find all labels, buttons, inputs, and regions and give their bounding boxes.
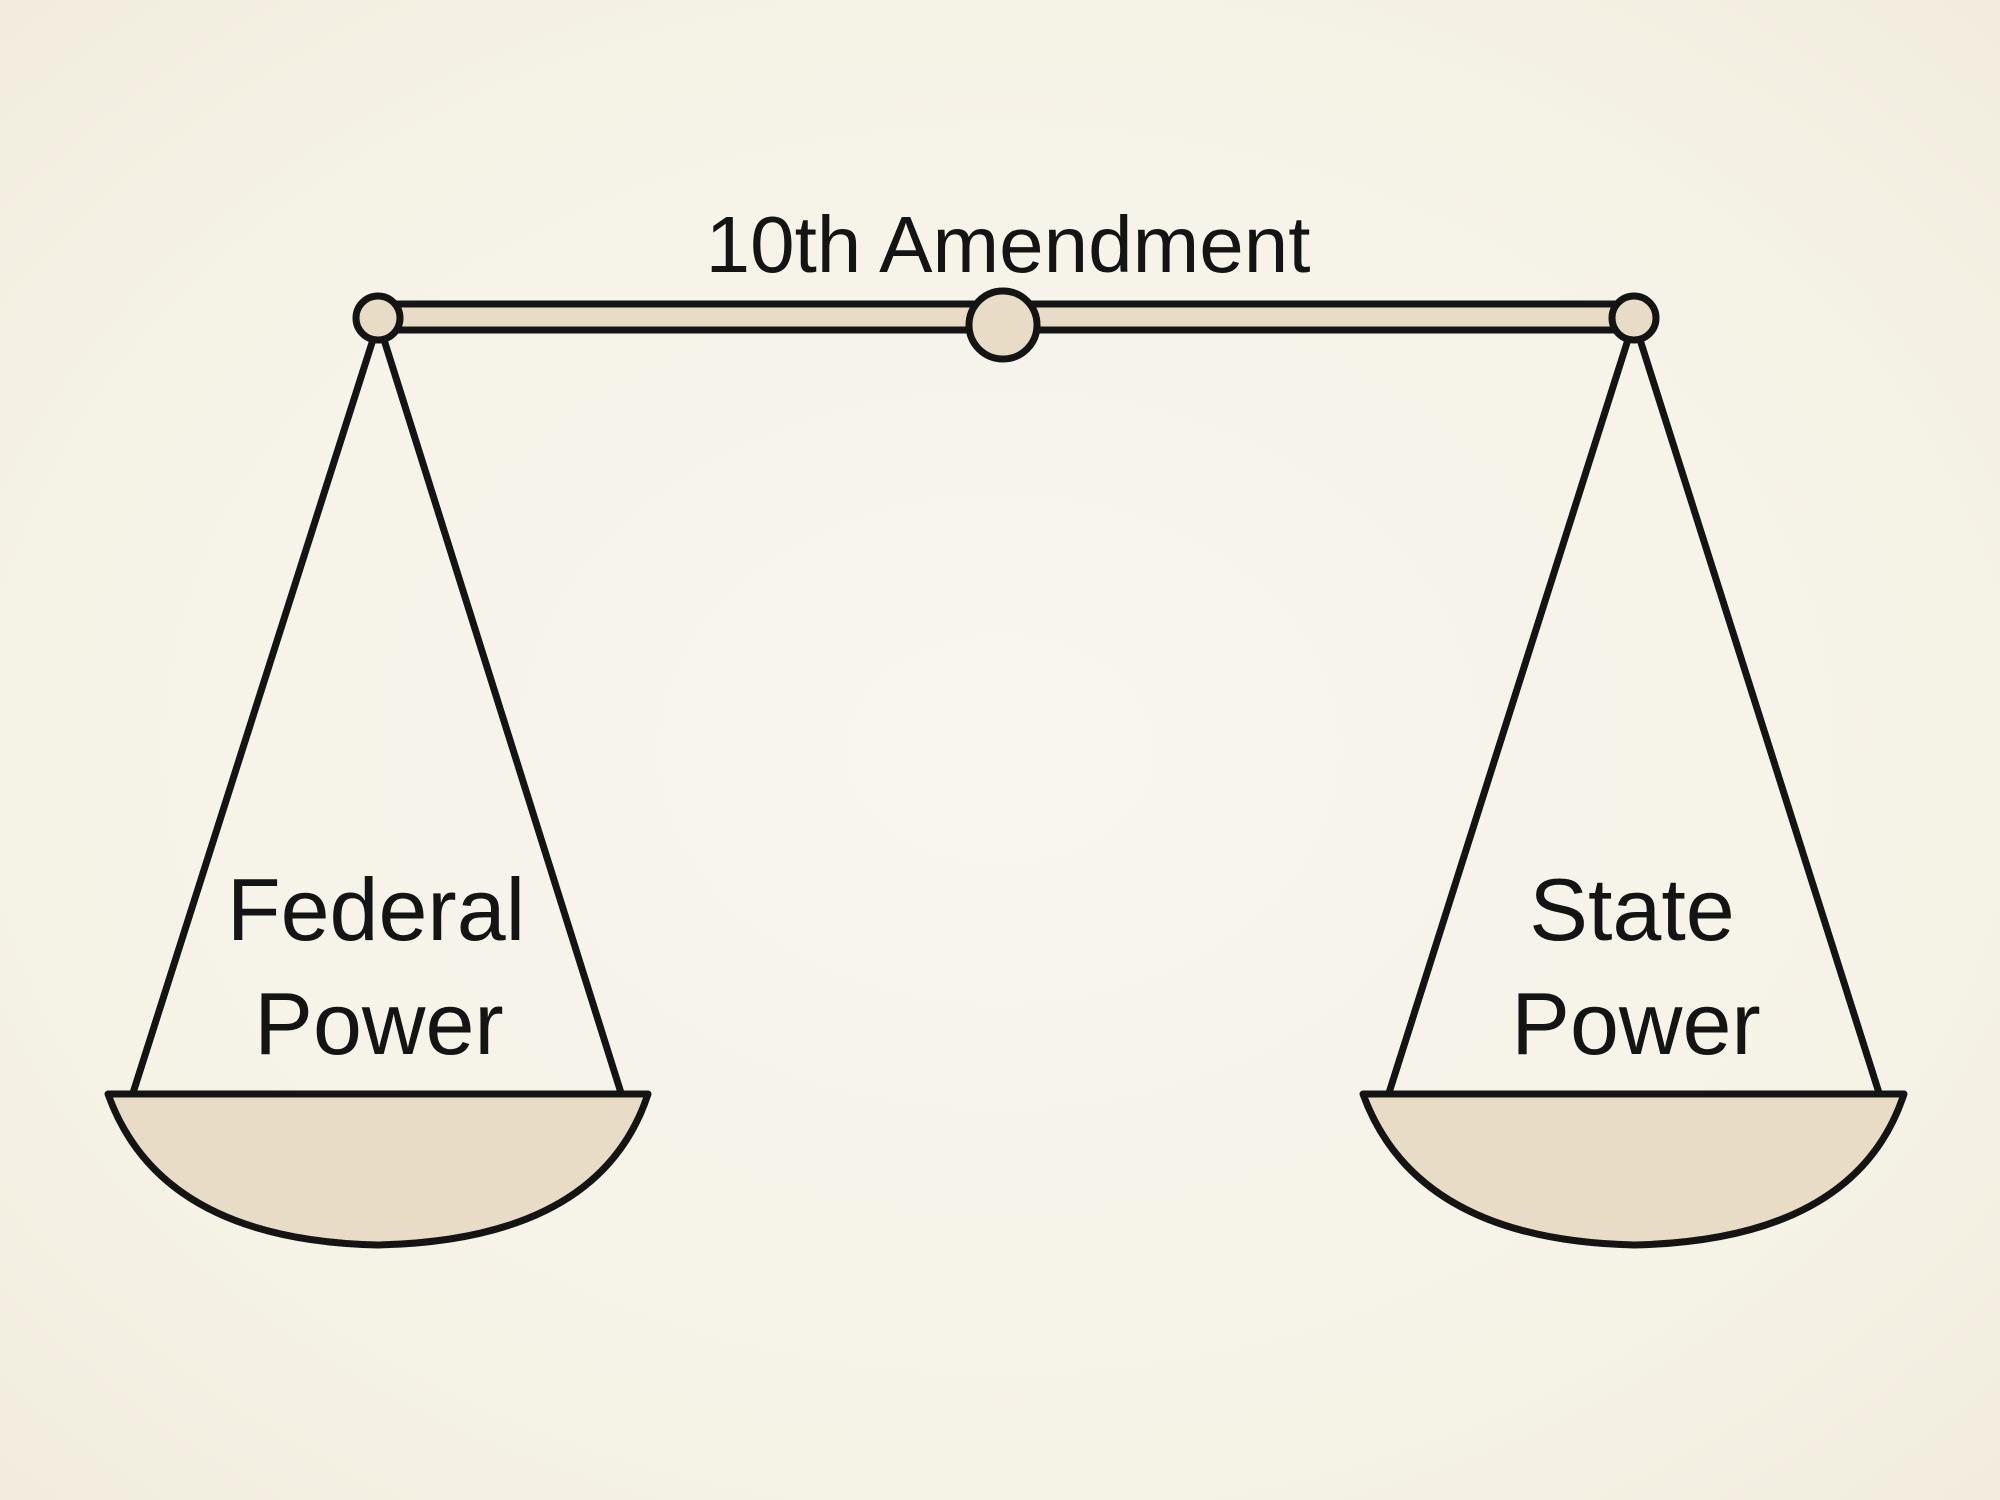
right-pan-strings [1384,323,1884,1100]
left-pan-label-line1: Federal [227,860,525,959]
right-pan [1359,1090,1908,1249]
center-pivot-joint [965,287,1041,363]
right-hinge-joint [1608,292,1660,344]
right-pan-label-line1: State [1529,860,1734,959]
right-pan-label-line2: Power [1511,974,1760,1073]
left-pan-strings [128,323,626,1100]
left-pan [104,1090,652,1249]
diagram-title: 10th Amendment [706,200,1311,289]
left-hinge-joint [352,292,404,344]
left-pan-label-line2: Power [254,974,503,1073]
